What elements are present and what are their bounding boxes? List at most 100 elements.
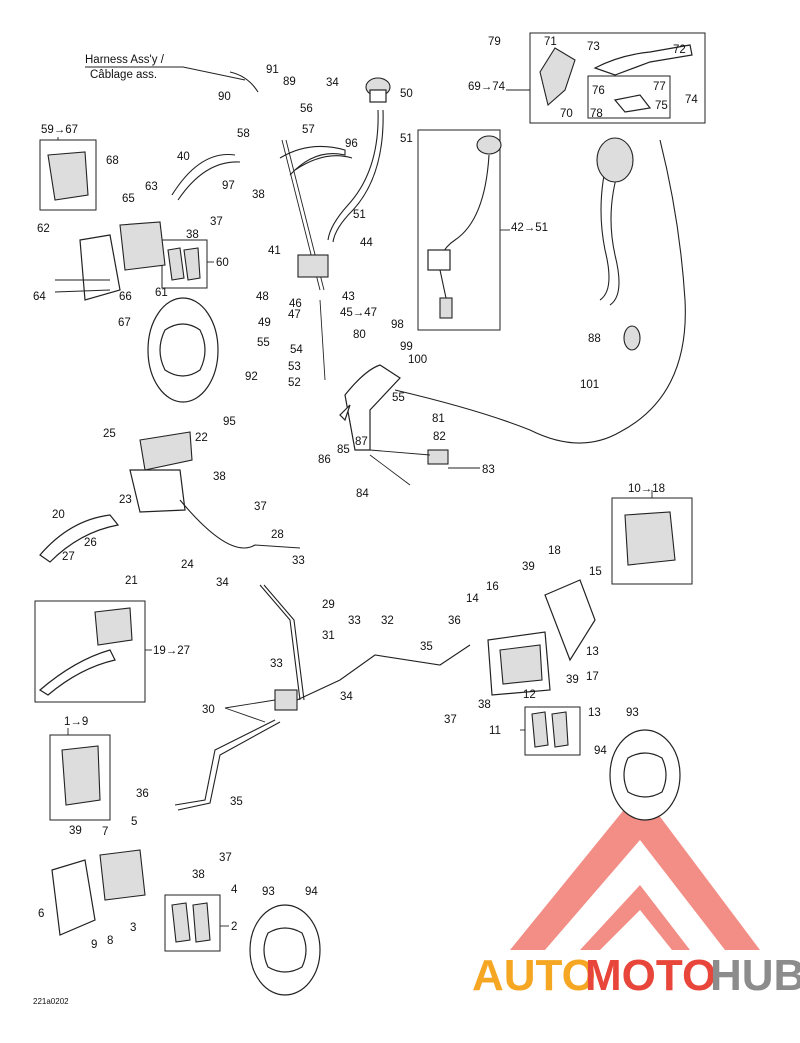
- callout-45-47: 45→47: [340, 307, 377, 319]
- callout-89: 89: [283, 76, 296, 88]
- master-cylinder-front: [39, 431, 193, 563]
- callout-30: 30: [202, 704, 215, 716]
- spring-84: [369, 454, 411, 486]
- callout-77: 77: [653, 81, 666, 93]
- callout-101: 101: [580, 379, 599, 391]
- callout-60: 60: [216, 257, 229, 269]
- callout-38-c: 38: [213, 471, 226, 483]
- harness-label-en: Harness Ass'y /: [85, 54, 165, 66]
- callout-37-d: 37: [219, 852, 232, 864]
- callout-78: 78: [590, 108, 603, 120]
- callout-51-top: 51: [400, 133, 413, 145]
- callout-41: 41: [268, 245, 281, 257]
- callout-87: 87: [355, 436, 368, 448]
- kit-box-69-74: [529, 32, 706, 124]
- callout-48: 48: [256, 291, 269, 303]
- callout-54: 54: [290, 344, 303, 356]
- callout-9: 9: [91, 939, 97, 951]
- callout-32: 32: [381, 615, 394, 627]
- callout-39-c: 39: [69, 825, 82, 837]
- callout-3: 3: [130, 922, 136, 934]
- callout-44: 44: [360, 237, 373, 249]
- callout-26: 26: [84, 537, 97, 549]
- callout-4: 4: [231, 884, 238, 896]
- callout-38-a: 38: [252, 189, 265, 201]
- callout-27: 27: [62, 551, 75, 563]
- leader-lines: [57, 89, 653, 927]
- watermark-part-3: HUB: [710, 951, 800, 1000]
- callout-85: 85: [337, 444, 350, 456]
- watermark-part-1: AUTO: [472, 951, 596, 1000]
- callout-37-c: 37: [444, 714, 457, 726]
- callout-66: 66: [119, 291, 132, 303]
- callout-29: 29: [322, 599, 335, 611]
- caliper-rear-right: [487, 579, 596, 696]
- callout-90: 90: [218, 91, 231, 103]
- watermark-logo: AUTO MOTO HUB: [472, 790, 800, 1000]
- callout-51-mid: 51: [353, 209, 366, 221]
- callout-70: 70: [560, 108, 573, 120]
- callout-21: 21: [125, 575, 138, 587]
- hose-29: [259, 584, 301, 701]
- callout-39-a: 39: [522, 561, 535, 573]
- callout-34-top: 34: [326, 77, 339, 89]
- callout-68: 68: [106, 155, 119, 167]
- callout-96: 96: [345, 138, 358, 150]
- callout-40: 40: [177, 151, 190, 163]
- callout-24: 24: [181, 559, 194, 571]
- rotor-93-right: [609, 729, 681, 821]
- callout-6: 6: [38, 908, 44, 920]
- callout-28: 28: [271, 529, 284, 541]
- callout-35-a: 35: [420, 641, 433, 653]
- callout-33-a: 33: [292, 555, 305, 567]
- callout-15: 15: [589, 566, 602, 578]
- callout-39-b: 39: [566, 674, 579, 686]
- callout-22: 22: [195, 432, 208, 444]
- callout-labels: 79 71 73 72 69→74 70 76 77 75 78 74 91 9…: [33, 36, 698, 951]
- callout-55-a: 55: [257, 337, 270, 349]
- callout-71: 71: [544, 36, 557, 48]
- callout-11: 11: [489, 725, 501, 737]
- callout-53: 53: [288, 361, 301, 373]
- callout-52: 52: [288, 377, 301, 389]
- callout-99: 99: [400, 341, 413, 353]
- callout-57: 57: [302, 124, 315, 136]
- callout-37-b: 37: [254, 501, 267, 513]
- callout-63: 63: [145, 181, 158, 193]
- callout-98: 98: [391, 319, 404, 331]
- kit-box-19-27: [34, 600, 146, 703]
- callout-8: 8: [107, 935, 113, 947]
- callout-31: 31: [322, 630, 335, 642]
- callout-73: 73: [587, 41, 600, 53]
- caliper-left-upper: [54, 221, 166, 301]
- callout-25: 25: [103, 428, 116, 440]
- callout-17: 17: [586, 671, 599, 683]
- callout-65: 65: [122, 193, 135, 205]
- callout-13-b: 13: [588, 707, 601, 719]
- clamp-88: [623, 325, 641, 351]
- callout-55-b: 55: [392, 392, 405, 404]
- callout-14: 14: [466, 593, 479, 605]
- callout-74: 74: [685, 94, 698, 106]
- callout-86: 86: [318, 454, 331, 466]
- callout-76: 76: [592, 85, 605, 97]
- callout-43: 43: [342, 291, 355, 303]
- callout-56: 56: [300, 103, 313, 115]
- caliper-left-lower: [51, 849, 146, 936]
- callout-67: 67: [118, 317, 131, 329]
- callout-33-c: 33: [270, 658, 283, 670]
- callout-91: 91: [266, 64, 279, 76]
- hose-51: [327, 109, 379, 241]
- callout-81: 81: [432, 413, 445, 425]
- callout-58: 58: [237, 128, 250, 140]
- callout-7: 7: [102, 826, 108, 838]
- callout-12: 12: [523, 689, 536, 701]
- callout-46: 46: [289, 298, 302, 310]
- callout-61: 61: [155, 287, 168, 299]
- pad-set-2: [164, 894, 221, 952]
- kit-box-10-18: [611, 497, 693, 585]
- harness-label-fr: Câblage ass.: [90, 69, 157, 81]
- callout-64: 64: [33, 291, 46, 303]
